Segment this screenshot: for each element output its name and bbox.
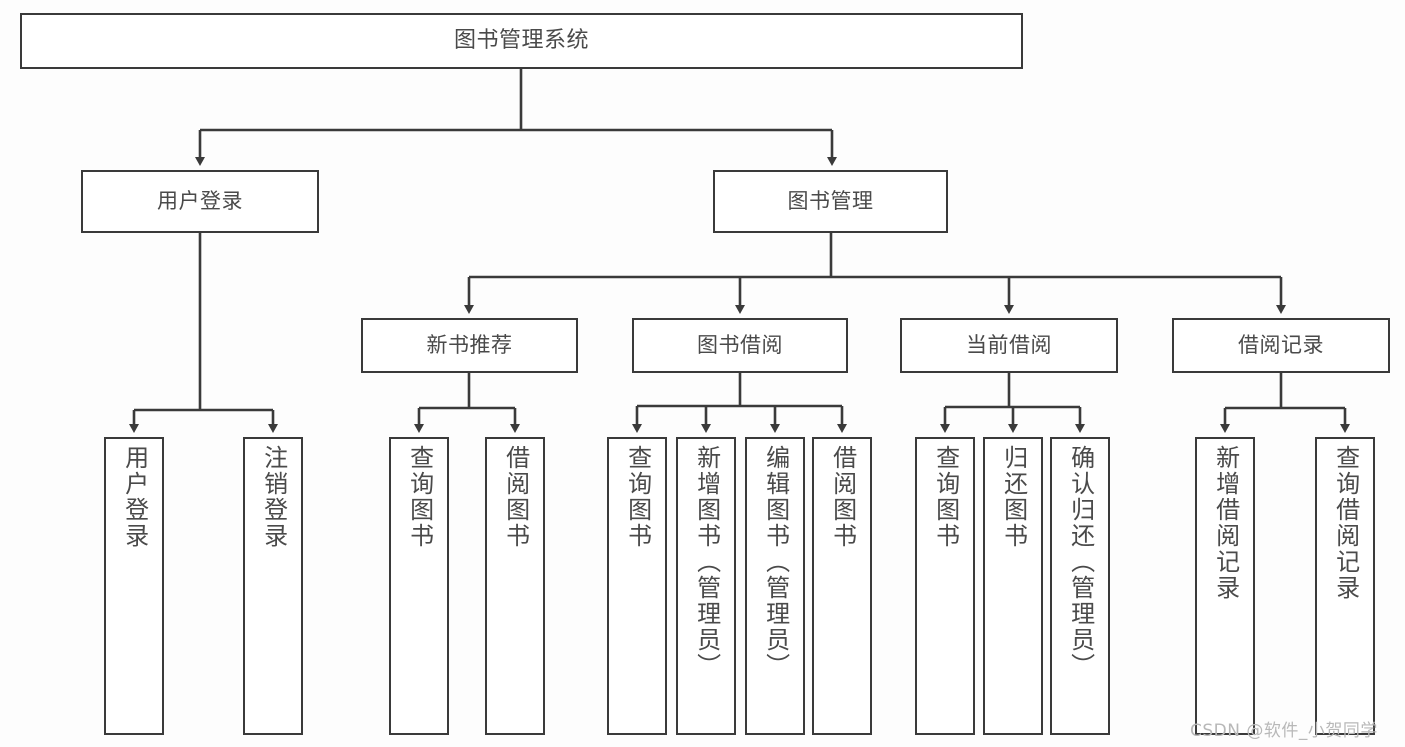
leaf-node[interactable]: 新增借阅记录 <box>1195 437 1255 735</box>
node-new-book-recommend[interactable]: 新书推荐 <box>361 318 578 373</box>
node-user-login[interactable]: 用户登录 <box>81 170 319 233</box>
node-user-login-label: 用户登录 <box>157 189 243 214</box>
node-book-management[interactable]: 图书管理 <box>713 170 948 233</box>
node-current-borrow-label: 当前借阅 <box>966 333 1052 358</box>
leaf-node-label: 借阅图书 <box>828 445 857 549</box>
leaf-node-label: 注销登录 <box>259 445 288 549</box>
leaf-node[interactable]: 新增图书（管理员） <box>676 437 736 735</box>
leaf-node[interactable]: 用户登录 <box>104 437 164 735</box>
leaf-node-label: 确认归还（管理员） <box>1066 445 1095 679</box>
node-root[interactable]: 图书管理系统 <box>20 13 1023 69</box>
leaf-node-label: 查询图书 <box>623 445 652 549</box>
leaf-node[interactable]: 确认归还（管理员） <box>1050 437 1110 735</box>
node-book-borrow-label: 图书借阅 <box>697 333 783 358</box>
leaf-node-label: 编辑图书（管理员） <box>761 445 790 679</box>
leaf-node-label: 查询图书 <box>405 445 434 549</box>
leaf-node[interactable]: 注销登录 <box>243 437 303 735</box>
leaf-node[interactable]: 查询图书 <box>915 437 975 735</box>
node-current-borrow[interactable]: 当前借阅 <box>900 318 1118 373</box>
csdn-watermark: CSDN @软件_小贺同学 <box>1190 721 1378 741</box>
leaf-node-label: 查询借阅记录 <box>1331 445 1360 601</box>
node-new-book-recommend-label: 新书推荐 <box>426 333 513 358</box>
leaf-node-label: 借阅图书 <box>501 445 530 549</box>
leaf-node[interactable]: 查询借阅记录 <box>1315 437 1375 735</box>
leaf-node[interactable]: 借阅图书 <box>812 437 872 735</box>
leaf-node[interactable]: 编辑图书（管理员） <box>745 437 805 735</box>
leaf-node[interactable]: 归还图书 <box>983 437 1043 735</box>
leaf-node-label: 查询图书 <box>931 445 960 549</box>
node-root-label: 图书管理系统 <box>453 28 589 54</box>
leaf-node-label: 新增借阅记录 <box>1211 445 1240 601</box>
node-book-borrow[interactable]: 图书借阅 <box>632 318 848 373</box>
leaf-node-label: 用户登录 <box>120 445 149 549</box>
node-book-management-label: 图书管理 <box>787 189 874 214</box>
leaf-node[interactable]: 查询图书 <box>607 437 667 735</box>
leaf-node[interactable]: 借阅图书 <box>485 437 545 735</box>
leaf-node-label: 新增图书（管理员） <box>692 445 721 679</box>
node-borrow-record[interactable]: 借阅记录 <box>1172 318 1390 373</box>
leaf-node[interactable]: 查询图书 <box>389 437 449 735</box>
node-borrow-record-label: 借阅记录 <box>1238 333 1324 358</box>
leaf-node-label: 归还图书 <box>999 445 1028 549</box>
